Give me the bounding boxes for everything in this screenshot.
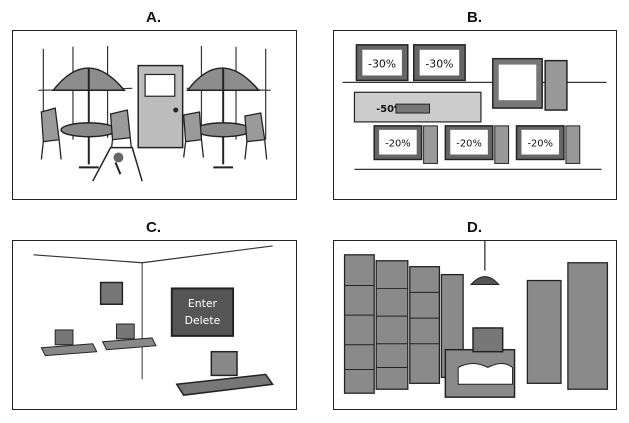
library-illustration	[343, 241, 609, 398]
blackboard	[170, 287, 235, 337]
classroom-illustration: Enter Delete	[33, 245, 274, 396]
tag-banner: -50%	[376, 104, 404, 115]
panel-b-store[interactable]: -30% -30% -50% -20% -20% -20%	[333, 30, 617, 200]
tag-bottom-left: -20%	[385, 139, 411, 150]
tag-bottom-right: -20%	[527, 139, 553, 150]
panel-c-label: C.	[146, 219, 161, 236]
board-line-2: Delete	[185, 314, 221, 327]
panel-c-classroom[interactable]: Enter Delete	[12, 240, 297, 410]
board-line-1: Enter	[188, 297, 218, 310]
panel-a-label: A.	[146, 9, 161, 26]
cafe-sign	[92, 146, 143, 182]
tag-top-left: -30%	[368, 58, 396, 71]
tag-top-right: -30%	[425, 58, 453, 71]
panel-a-cafe[interactable]	[12, 30, 297, 200]
tag-bottom-mid: -20%	[456, 139, 482, 150]
cafe-illustration	[38, 45, 271, 182]
panel-d-label: D.	[467, 219, 482, 236]
panel-d-library[interactable]	[333, 240, 617, 410]
store-illustration: -30% -30% -50% -20% -20% -20%	[342, 44, 607, 170]
panel-b-label: B.	[467, 9, 482, 26]
